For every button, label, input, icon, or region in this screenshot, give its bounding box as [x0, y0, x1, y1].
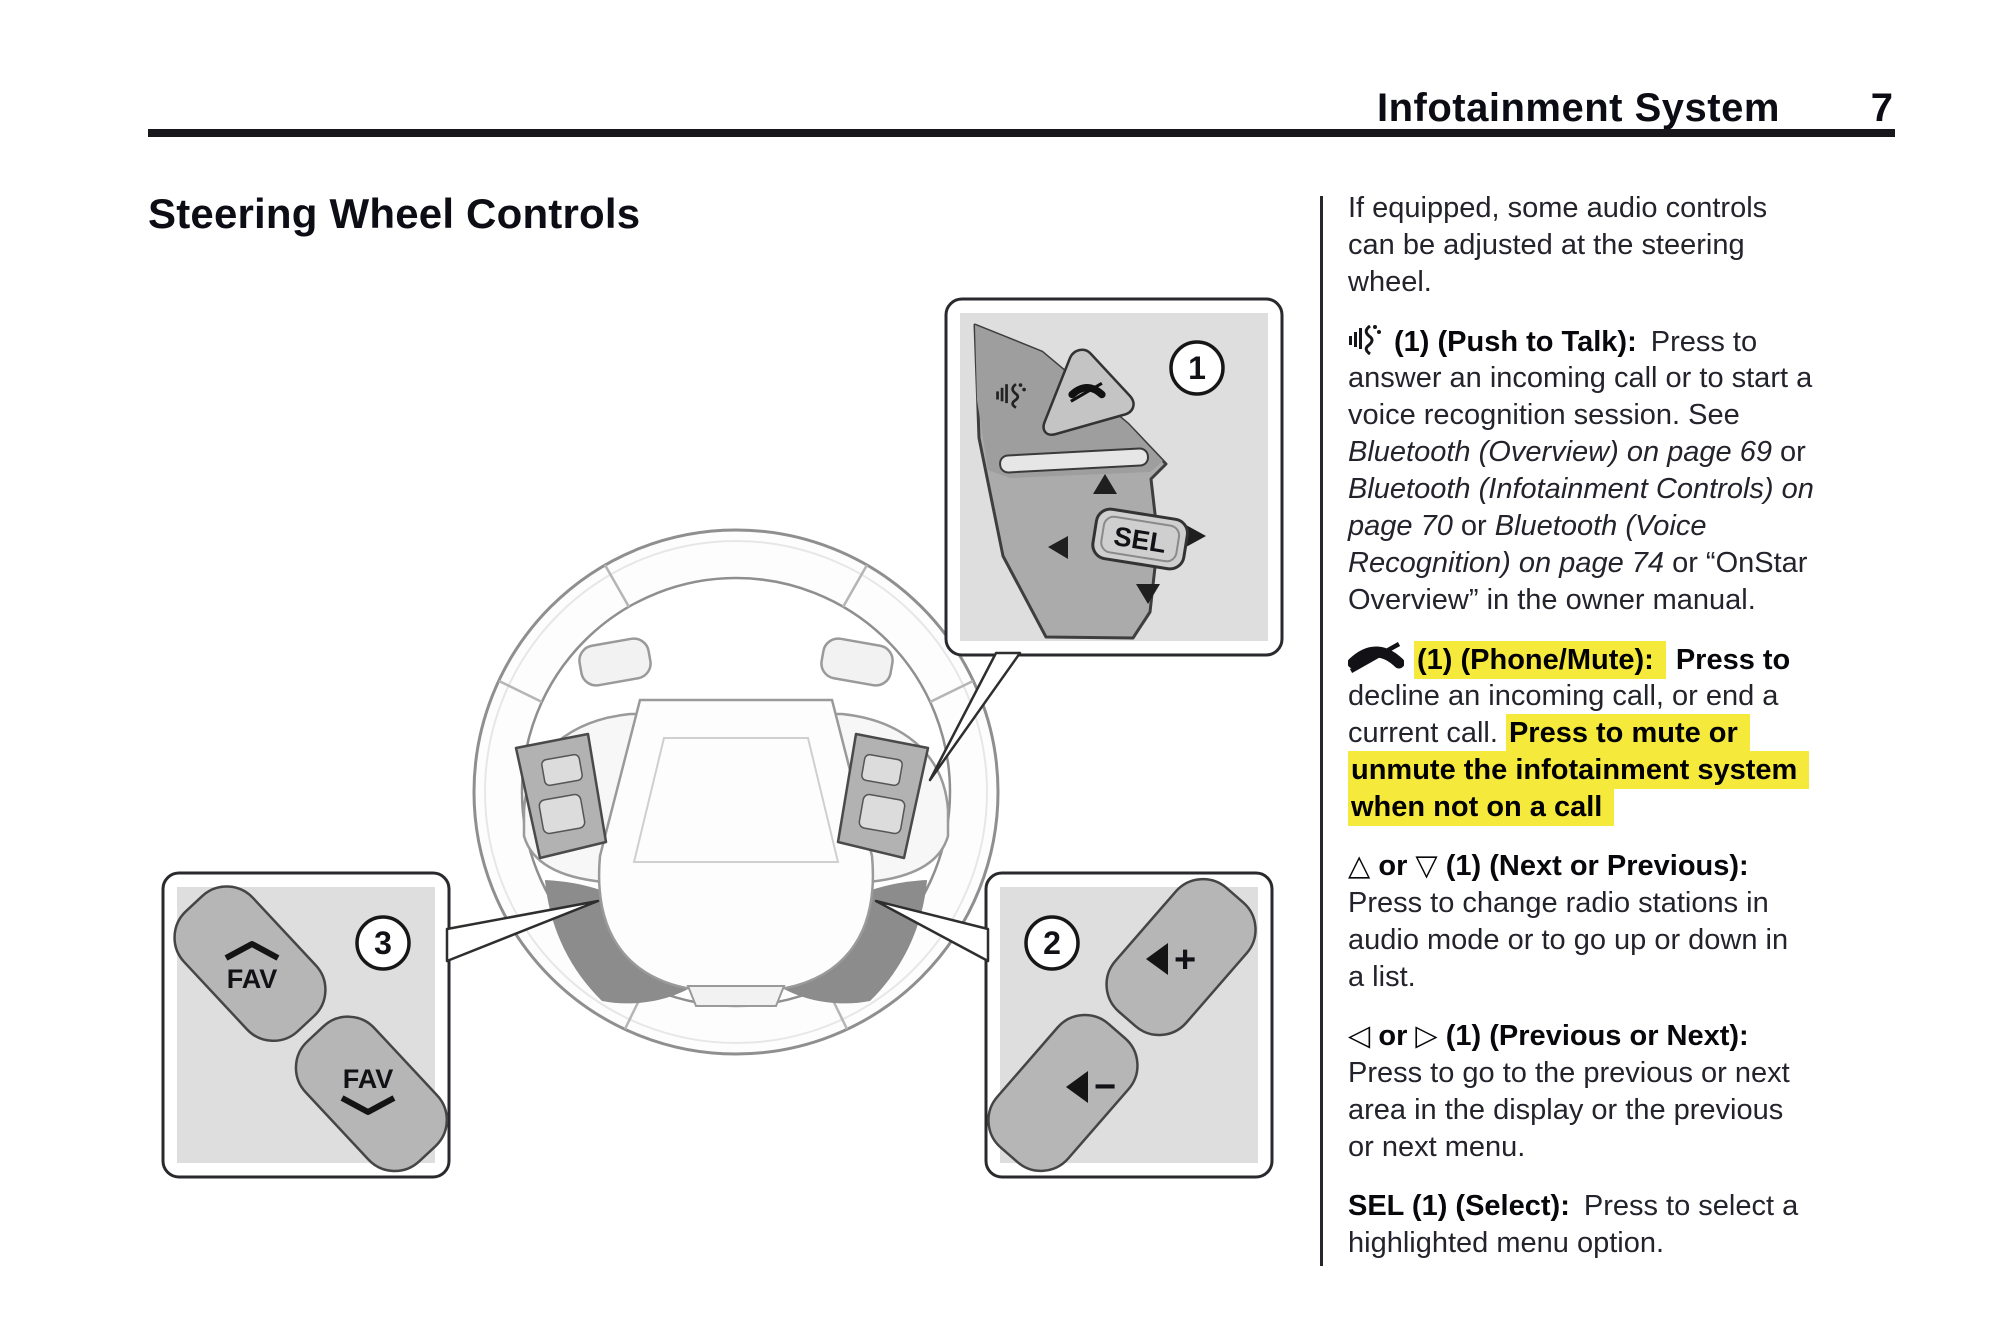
- paragraph-next-previous: △ or ▽ (1) (Next or Previous): Press to …: [1348, 848, 1908, 996]
- volume-up-label: +: [1174, 939, 1196, 981]
- dpad-right-icon: [1186, 525, 1206, 547]
- push-to-talk-icon: [996, 383, 1026, 409]
- fav-up-button: [173, 885, 327, 1043]
- highlighted-text: when not on a call: [1348, 788, 1615, 826]
- speaker-plus-icon: +: [1146, 939, 1196, 981]
- circled-2-badge: 2: [1024, 915, 1080, 971]
- body-text: or next menu.: [1348, 1131, 1526, 1163]
- speaker-minus-icon: −: [1066, 1066, 1116, 1108]
- fav-chevron-up-icon: FAV: [224, 941, 280, 994]
- control-heading-highlighted: (1) (Phone/Mute):: [1414, 641, 1666, 679]
- header-rule: [148, 129, 1895, 137]
- body-text: Press to change radio stations in: [1348, 887, 1769, 919]
- paragraph-push-to-talk: (1) (Push to Talk): Press to answer an in…: [1348, 323, 1908, 619]
- leader-line-2: [874, 899, 990, 963]
- dpad-up-icon: [1093, 474, 1117, 494]
- paragraph-previous-next: ◁ or ▷ (1) (Previous or Next): Press to …: [1348, 1018, 1908, 1166]
- body-text: or: [1771, 436, 1806, 468]
- phone-mute-icon: [1348, 641, 1404, 673]
- right-paddle: [820, 637, 894, 687]
- text-column: If equipped, some audio controls can be …: [1348, 190, 1908, 1284]
- leader-line-3: [445, 899, 600, 963]
- control-heading: (1) (Push to Talk):: [1394, 326, 1637, 358]
- wheel-right-control-pod: [836, 732, 930, 860]
- control-heading: ◁ or ▷ (1) (Previous or Next):: [1348, 1020, 1749, 1052]
- paragraph-phone-mute: (1) (Phone/Mute): Press to decline an inc…: [1348, 641, 1908, 826]
- cross-reference: Recognition) on page 74: [1348, 547, 1665, 579]
- circled-1-badge: 1: [1169, 340, 1225, 396]
- page-number: 7: [1870, 86, 1893, 130]
- body-text: voice recognition session. See: [1348, 399, 1740, 431]
- steering-wheel-illustration: [472, 528, 1000, 1056]
- fav-down-label: FAV: [343, 1064, 394, 1094]
- body-text: Press to: [1650, 326, 1758, 358]
- volume-down-button: [987, 1013, 1139, 1173]
- body-text: If equipped, some audio controls: [1348, 192, 1768, 224]
- fav-chevron-down-icon: FAV: [340, 1064, 396, 1115]
- steering-wheel-diagram: SEL 1 FAV FAV: [161, 297, 1284, 1179]
- callout-number-1: 1: [1188, 350, 1206, 386]
- paragraph-intro: If equipped, some audio controls can be …: [1348, 190, 1908, 301]
- fav-up-label: FAV: [227, 964, 278, 994]
- body-text: a list.: [1348, 961, 1416, 993]
- body-text: decline an incoming call, or end a: [1348, 680, 1779, 712]
- phone-mute-icon: [1068, 381, 1106, 403]
- airbag-pad: [597, 698, 875, 990]
- dpad-left-icon: [1048, 536, 1068, 559]
- body-text: wheel.: [1348, 266, 1432, 298]
- cross-reference: page 70: [1348, 510, 1453, 542]
- callout-number-3: 3: [374, 925, 392, 961]
- body-text: Press to select a: [1583, 1190, 1799, 1222]
- sel-button: SEL: [1091, 507, 1189, 571]
- volume-down-label: −: [1094, 1066, 1116, 1108]
- control-heading: △ or ▽ (1) (Next or Previous):: [1348, 850, 1749, 882]
- highlighted-text: Press to mute or: [1505, 714, 1750, 752]
- circled-3-badge: 3: [355, 915, 411, 971]
- column-divider: [1320, 196, 1323, 1266]
- body-text: or “OnStar: [1664, 547, 1808, 579]
- airbag-inner-line: [632, 737, 840, 863]
- pod-slot: [999, 447, 1149, 474]
- push-to-talk-icon: [1348, 323, 1384, 355]
- body-text: or: [1452, 510, 1495, 542]
- control-heading: SEL (1) (Select):: [1348, 1190, 1570, 1222]
- body-text: Press to go to the previous or next: [1348, 1057, 1790, 1089]
- body-text: can be adjusted at the steering: [1348, 229, 1745, 261]
- body-text: answer an incoming call or to start a: [1348, 362, 1813, 394]
- fav-down-button: [294, 1015, 449, 1173]
- callout-number-2: 2: [1043, 925, 1061, 961]
- bottom-spoke: [686, 985, 786, 1007]
- dpad-down-icon: [1136, 584, 1160, 604]
- page-title: Steering Wheel Controls: [148, 190, 641, 237]
- callout-box-3: FAV FAV 3: [161, 871, 451, 1179]
- body-text: current call.: [1348, 717, 1506, 749]
- callout-box-1: SEL 1: [944, 297, 1284, 657]
- body-text: Overview” in the owner manual.: [1348, 584, 1756, 616]
- callout-box-2: + − 2: [984, 871, 1274, 1179]
- wheel-left-control-pod: [514, 732, 608, 860]
- volume-up-button: [1105, 877, 1257, 1037]
- cross-reference: Bluetooth (Overview) on page 69: [1348, 436, 1772, 468]
- cross-reference: Bluetooth (Infotainment Controls) on: [1348, 473, 1814, 505]
- highlighted-text: unmute the infotainment system: [1348, 751, 1810, 789]
- running-header-title: Infotainment System: [1377, 86, 1780, 130]
- body-text: highlighted menu option.: [1348, 1227, 1665, 1259]
- paragraph-select: SEL (1) (Select): Press to select a highl…: [1348, 1188, 1908, 1262]
- phone-mute-button: [1042, 348, 1135, 436]
- leader-line-1: [928, 651, 1022, 782]
- body-text: audio mode or to go up or down in: [1348, 924, 1789, 956]
- left-paddle: [578, 637, 652, 687]
- cross-reference: Bluetooth (Voice: [1494, 510, 1707, 542]
- body-text: area in the display or the previous: [1348, 1094, 1784, 1126]
- body-text: Press to: [1675, 644, 1791, 676]
